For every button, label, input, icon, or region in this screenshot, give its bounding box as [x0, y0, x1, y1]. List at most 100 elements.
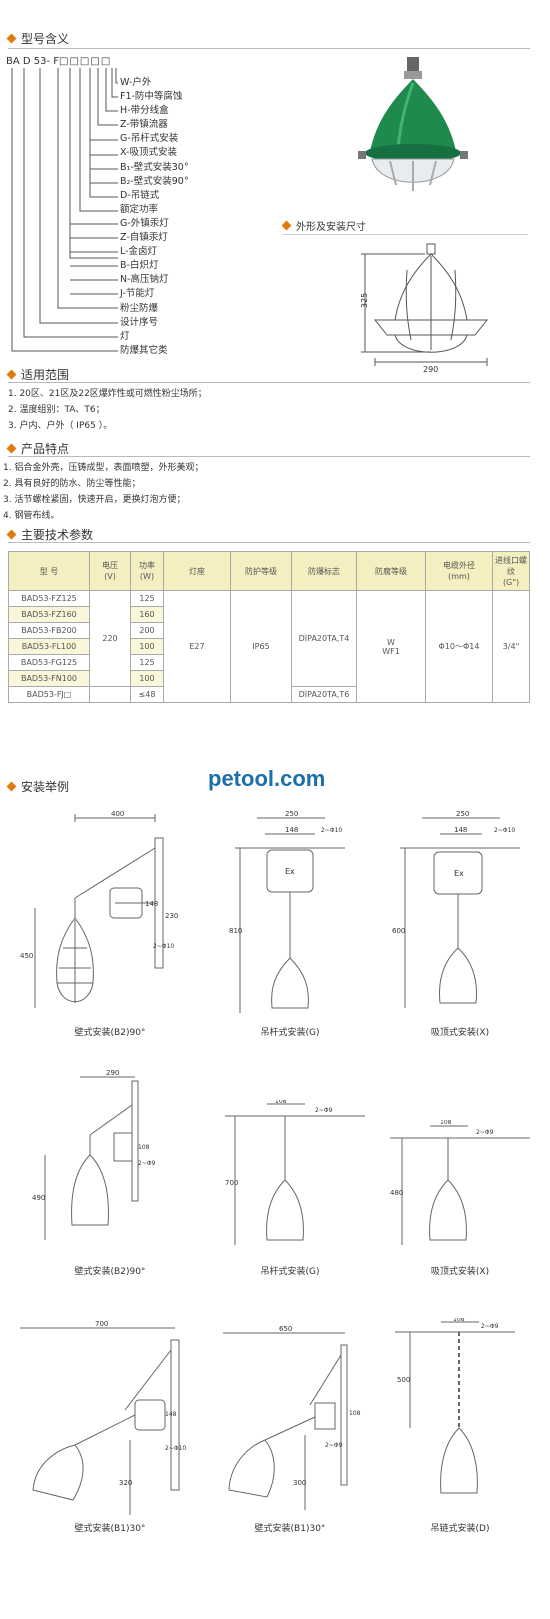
- features-list: 1. 铝合金外壳，压铸成型，表面喷塑，外形美观； 2. 具有良好的防水、防尘等性…: [3, 460, 203, 524]
- dim-label: 250: [456, 810, 469, 818]
- scope-item: 3. 户内、户外（ IP65 ）。: [8, 421, 113, 431]
- model-code-item: W-户外: [120, 77, 152, 88]
- model-code-tree: [11, 68, 118, 352]
- bullet-diamond-icon: [6, 369, 17, 380]
- brand-logo: petool.com: [208, 766, 326, 791]
- dim-label: 108: [275, 1100, 287, 1105]
- dim-label: 2~Φ10: [165, 1445, 186, 1452]
- model-cell: BAD53-FZ125: [8, 590, 90, 607]
- dim-label: 700: [225, 1179, 238, 1187]
- dims-width-label: 290: [423, 365, 438, 374]
- section-title-scope: 适用范围: [6, 366, 69, 383]
- table-row: BAD53-FZ125 220 125 E27 IP65 DIPA20TA,T4…: [8, 590, 530, 703]
- dim-label: 480: [390, 1189, 403, 1197]
- power-cell: 200: [130, 622, 164, 639]
- install-drawing-wall-b1-2: 650 108 2~Φ9 300: [223, 1325, 361, 1510]
- table-header: 防腐等级: [356, 551, 426, 591]
- table-header: 功率 (W): [130, 551, 164, 591]
- install-caption: 吊链式安装(D): [430, 1524, 490, 1534]
- model-code-item: 设计序号: [120, 316, 159, 328]
- model-code-item: 防爆其它类: [120, 344, 168, 356]
- scope-item: 2. 温度组别：TA、T6；: [8, 405, 105, 415]
- model-code-item: B-白炽灯: [120, 260, 159, 272]
- model-code-item: G-外镇汞灯: [120, 217, 169, 229]
- voltage-cell: 220: [89, 590, 131, 687]
- model-code-item: L-金卤灯: [120, 246, 158, 258]
- bullet-diamond-icon: [6, 529, 17, 540]
- scope-list: 1. 20区、21区及22区爆炸性或可燃性粉尘场所； 2. 温度组别：TA、T6…: [8, 386, 207, 434]
- install-drawing-ceiling-x-1: 250 148 2~Φ10 600 Ex: [392, 810, 520, 1008]
- dim-label: 2~Φ10: [153, 943, 174, 950]
- power-cell: 125: [130, 590, 164, 607]
- install-caption: 吊杆式安装(G): [260, 1028, 320, 1038]
- dim-label: 2~Φ9: [481, 1323, 499, 1330]
- dim-label: 320: [119, 1479, 132, 1487]
- table-header-row: 型 号 电压 (V) 功率 (W) 灯座 防护等级 防爆标志 防腐等级 电缆外径…: [8, 551, 530, 591]
- install-drawing-wall-b1-1: 700 148 2~Φ10 320: [20, 1320, 186, 1515]
- model-code-item: B₁-壁式安装30°: [120, 161, 189, 173]
- install-caption: 壁式安装(B2)90°: [74, 1267, 146, 1277]
- spec-table: 型 号 电压 (V) 功率 (W) 灯座 防护等级 防爆标志 防腐等级 电缆外径…: [8, 551, 530, 703]
- thread-cell: 3/4": [492, 590, 530, 703]
- ex-mark-cell: DIPA20TA,T6: [291, 686, 357, 703]
- table-header: 灯座: [163, 551, 231, 591]
- table-row: BAD53-FJ□ ≤48 DIPA20TA,T6: [8, 686, 530, 703]
- bullet-diamond-icon: [6, 443, 17, 454]
- install-drawing-ceiling-x-2: 108 2~Φ9 480: [390, 1120, 530, 1245]
- model-cell: BAD53-FZ160: [8, 606, 90, 623]
- install-caption: 壁式安装(B1)30°: [254, 1524, 326, 1534]
- dim-label: 290: [106, 1069, 119, 1077]
- install-drawing-wall-b2-2: 290 108 2~Φ9 490: [32, 1069, 156, 1240]
- table-header: 防护等级: [230, 551, 292, 591]
- dim-label: 2~Φ9: [138, 1160, 156, 1167]
- model-code-item: D-吊链式: [120, 189, 160, 201]
- scope-item: 1. 20区、21区及22区爆炸性或可燃性粉尘场所；: [8, 389, 207, 399]
- dim-label: 148: [145, 900, 158, 908]
- install-caption: 壁式安装(B2)90°: [74, 1028, 146, 1038]
- section-title-dims: 外形及安装尺寸: [281, 218, 366, 233]
- install-drawing-pendant-g-2: 108 2~Φ9 700: [225, 1100, 365, 1245]
- anti-corrosion-cell: W WF1: [356, 590, 426, 703]
- dim-label: 108: [138, 1144, 150, 1151]
- divider: [8, 48, 530, 49]
- dim-label: 148: [165, 1411, 177, 1418]
- dim-label: 300: [293, 1479, 306, 1487]
- power-cell: ≤48: [130, 686, 164, 703]
- dim-label: 108: [349, 1410, 361, 1417]
- model-code-item: H-带分线盒: [120, 105, 169, 117]
- model-cell: BAD53-FN100: [8, 670, 90, 687]
- dim-label: 700: [95, 1320, 108, 1328]
- dim-label: 108: [453, 1318, 465, 1323]
- ex-mark-icon: Ex: [454, 869, 464, 878]
- product-photo: [358, 57, 468, 191]
- model-code-item: F1-防中等腐蚀: [120, 91, 183, 103]
- dim-label: 810: [229, 927, 242, 935]
- install-caption: 壁式安装(B1)30°: [74, 1524, 146, 1534]
- install-drawing-wall-b2-1: 400 148 230 450 2~Φ10: [20, 810, 178, 1008]
- power-cell: 160: [130, 606, 164, 623]
- model-code-item: 灯: [120, 330, 130, 342]
- section-title-params: 主要技术参数: [6, 526, 93, 543]
- model-code-item: Z-带镇流器: [120, 119, 168, 131]
- model-code-item: G-吊杆式安装: [120, 133, 179, 145]
- dims-height-label: 325: [360, 293, 369, 308]
- model-code-item: Z-自镇汞灯: [120, 232, 168, 244]
- model-code-item: N-高压钠灯: [120, 274, 169, 286]
- model-code-item: B₂-壁式安装90°: [120, 175, 189, 187]
- dim-label: 2~Φ9: [476, 1129, 494, 1136]
- divider: [8, 382, 530, 383]
- dim-label: 230: [165, 912, 178, 920]
- install-drawing-pendant-g-1: 250 148 2~Φ10 810 Ex: [229, 810, 345, 1013]
- feature-item: 4. 钢管布线。: [3, 511, 60, 521]
- power-cell: 125: [130, 654, 164, 671]
- table-header: 进线口螺纹 (G"): [492, 551, 530, 591]
- dim-label: 400: [111, 810, 124, 818]
- divider: [8, 456, 530, 457]
- dim-label: 2~Φ9: [325, 1442, 343, 1449]
- ex-mark-icon: Ex: [285, 867, 295, 876]
- cable-cell: Φ10～Φ14: [425, 590, 493, 703]
- table-header: 型 号: [8, 551, 90, 591]
- model-cell: BAD53-FG125: [8, 654, 90, 671]
- table-header: 电压 (V): [89, 551, 131, 591]
- dim-label: 2~Φ10: [321, 827, 342, 834]
